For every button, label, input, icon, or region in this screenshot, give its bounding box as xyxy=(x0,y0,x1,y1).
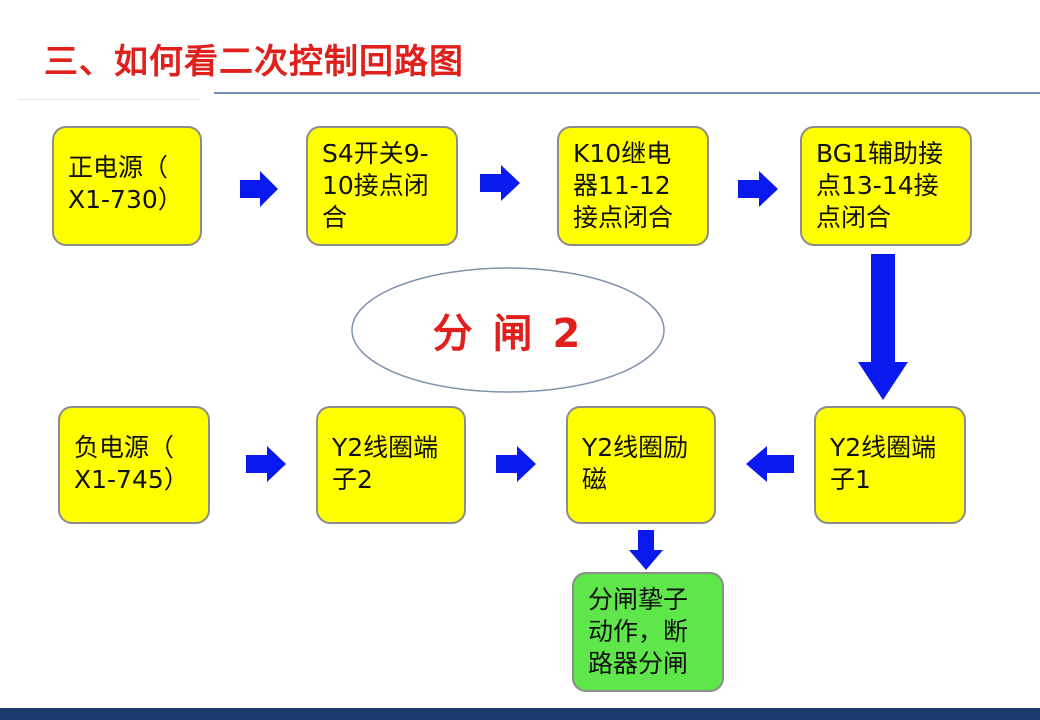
page-title: 三、如何看二次控制回路图 xyxy=(44,42,464,82)
node-s4-switch-contact: S4开关9-10接点闭合 xyxy=(306,126,458,246)
node-y2-coil-excitation: Y2线圈励磁 xyxy=(566,406,716,524)
arrow-right-icon xyxy=(246,446,286,482)
arrow-right-icon xyxy=(480,165,520,201)
arrow-right-icon xyxy=(496,446,536,482)
arrow-right-icon xyxy=(738,171,778,207)
node-label: 正电源（ X1-730） xyxy=(68,153,183,214)
node-label: K10继电器11-12接点闭合 xyxy=(573,139,674,232)
node-bg1-aux-contact: BG1辅助接点13-14接点闭合 xyxy=(800,126,972,246)
arrow-down-icon xyxy=(858,254,908,400)
node-breaker-trip-result: 分闸挚子动作，断路器分闸 xyxy=(572,572,724,692)
title-divider-faint xyxy=(18,99,200,100)
node-negative-supply: 负电源（ X1-745） xyxy=(58,406,210,524)
title-divider xyxy=(214,92,1040,94)
arrow-right-icon xyxy=(240,171,278,207)
node-y2-coil-terminal-1: Y2线圈端子1 xyxy=(814,406,966,524)
node-label: 负电源（ X1-745） xyxy=(74,433,189,494)
node-label: Y2线圈端子1 xyxy=(830,433,937,494)
center-ellipse xyxy=(351,267,665,393)
node-label: BG1辅助接点13-14接点闭合 xyxy=(816,139,943,232)
center-label: 分 闸 2 xyxy=(432,311,584,357)
node-y2-coil-terminal-2: Y2线圈端子2 xyxy=(316,406,466,524)
arrow-left-icon xyxy=(746,446,794,482)
node-positive-supply: 正电源（ X1-730） xyxy=(52,126,202,246)
node-label: 分闸挚子动作，断路器分闸 xyxy=(588,585,689,678)
footer-bar xyxy=(0,708,1040,720)
arrow-down-icon xyxy=(629,530,663,570)
node-label: Y2线圈端子2 xyxy=(332,433,439,494)
node-k10-relay-contact: K10继电器11-12接点闭合 xyxy=(557,126,709,246)
node-label: Y2线圈励磁 xyxy=(582,433,689,494)
node-label: S4开关9-10接点闭合 xyxy=(322,139,429,232)
